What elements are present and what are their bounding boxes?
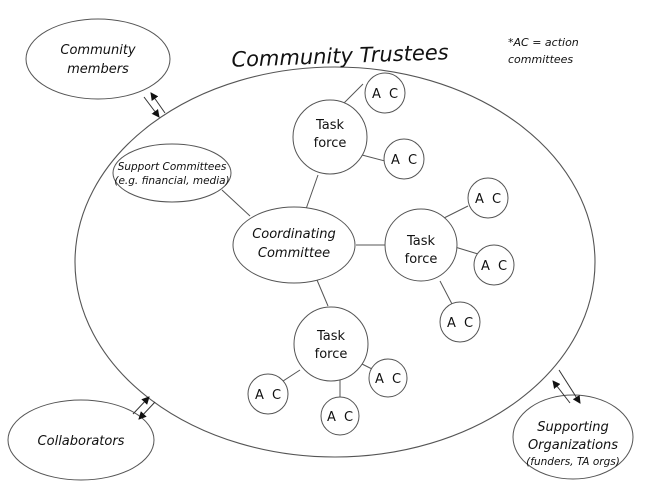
link-coord-taskforce-1 xyxy=(305,174,319,210)
note-line-1: *AC = action xyxy=(508,36,579,49)
ac-label: A C xyxy=(327,410,355,425)
node-support-committees: Support Committees (e.g. financial, medi… xyxy=(112,143,232,203)
support-committees-label-2: (e.g. financial, media) xyxy=(114,175,229,187)
task-force-1-label-1: Task xyxy=(315,118,345,133)
arrows-supporting-organizations xyxy=(552,369,581,404)
coordinating-committee-ellipse xyxy=(232,206,356,284)
community-members-label-2: members xyxy=(67,62,129,77)
ac-label: A C xyxy=(391,153,419,168)
action-committee-tf2-1: A C xyxy=(467,177,509,219)
ac-label: A C xyxy=(447,316,475,331)
coordinating-committee-label-2: Committee xyxy=(258,246,330,261)
link-coord-support xyxy=(221,189,251,217)
action-committee-tf1-1: A C xyxy=(364,72,406,114)
arrow-up-icon xyxy=(552,380,571,404)
node-task-force-1: Task force xyxy=(292,99,368,175)
ac-label: A C xyxy=(481,259,509,274)
support-committees-label-1: Support Committees xyxy=(118,161,227,173)
node-coordinating-committee: Coordinating Committee xyxy=(232,206,356,284)
ac-circle xyxy=(439,301,481,343)
link-coord-taskforce-3 xyxy=(316,279,329,307)
node-community-members: Community members xyxy=(25,18,171,100)
arrow-up-icon xyxy=(150,92,166,114)
ac-label: A C xyxy=(475,192,503,207)
supporting-organizations-label-1: Supporting xyxy=(537,420,609,435)
task-force-2-label-1: Task xyxy=(406,234,436,249)
support-committees-ellipse xyxy=(112,143,232,203)
note-line-2: committees xyxy=(508,53,573,66)
community-members-label-1: Community xyxy=(60,43,136,58)
action-committee-tf2-3: A C xyxy=(439,301,481,343)
link-tf2-ac1 xyxy=(443,205,469,219)
link-tf1-ac2 xyxy=(361,154,386,162)
supporting-organizations-label-2: Organizations xyxy=(528,438,618,453)
ac-circle xyxy=(467,177,509,219)
collaborators-label: Collaborators xyxy=(38,434,125,449)
link-tf2-ac2 xyxy=(454,246,479,255)
action-committee-tf3-1: A C xyxy=(247,373,289,415)
action-committee-tf3-2: A C xyxy=(320,396,360,436)
ac-circle xyxy=(247,373,289,415)
task-force-3-label-2: force xyxy=(315,347,348,362)
community-trustees-boundary xyxy=(74,66,596,458)
task-force-2-label-2: force xyxy=(405,252,438,267)
task-force-1-circle xyxy=(292,99,368,175)
task-force-3-circle xyxy=(293,306,369,382)
node-task-force-3: Task force xyxy=(293,306,369,382)
ac-label: A C xyxy=(372,87,400,102)
ac-label: A C xyxy=(375,372,403,387)
node-task-force-2: Task force xyxy=(384,208,458,282)
community-members-ellipse xyxy=(25,18,171,100)
community-trustees-title: Community Trustees xyxy=(231,40,449,72)
arrow-up-icon xyxy=(132,396,150,415)
arrows-community-members xyxy=(143,92,166,118)
arrow-down-icon xyxy=(558,369,581,404)
ac-label: A C xyxy=(255,388,283,403)
ac-circle xyxy=(320,396,360,436)
ac-circle xyxy=(364,72,406,114)
arrow-down-icon xyxy=(138,401,156,420)
task-force-3-label-1: Task xyxy=(316,329,346,344)
arrows-collaborators xyxy=(132,396,156,420)
action-committee-tf3-3: A C xyxy=(368,358,408,398)
ac-circle xyxy=(473,244,515,286)
action-committee-tf1-2: A C xyxy=(383,138,425,180)
node-supporting-organizations: Supporting Organizations (funders, TA or… xyxy=(512,394,634,480)
collaborators-ellipse xyxy=(7,399,155,481)
action-committee-tf2-2: A C xyxy=(473,244,515,286)
task-force-2-circle xyxy=(384,208,458,282)
arrow-down-icon xyxy=(143,96,160,118)
ac-circle xyxy=(383,138,425,180)
ac-circle xyxy=(368,358,408,398)
coordinating-committee-label-1: Coordinating xyxy=(252,227,336,242)
node-collaborators: Collaborators xyxy=(7,399,155,481)
supporting-organizations-label-3: (funders, TA orgs) xyxy=(526,456,620,468)
task-force-1-label-2: force xyxy=(314,136,347,151)
link-tf2-ac3 xyxy=(439,280,453,305)
